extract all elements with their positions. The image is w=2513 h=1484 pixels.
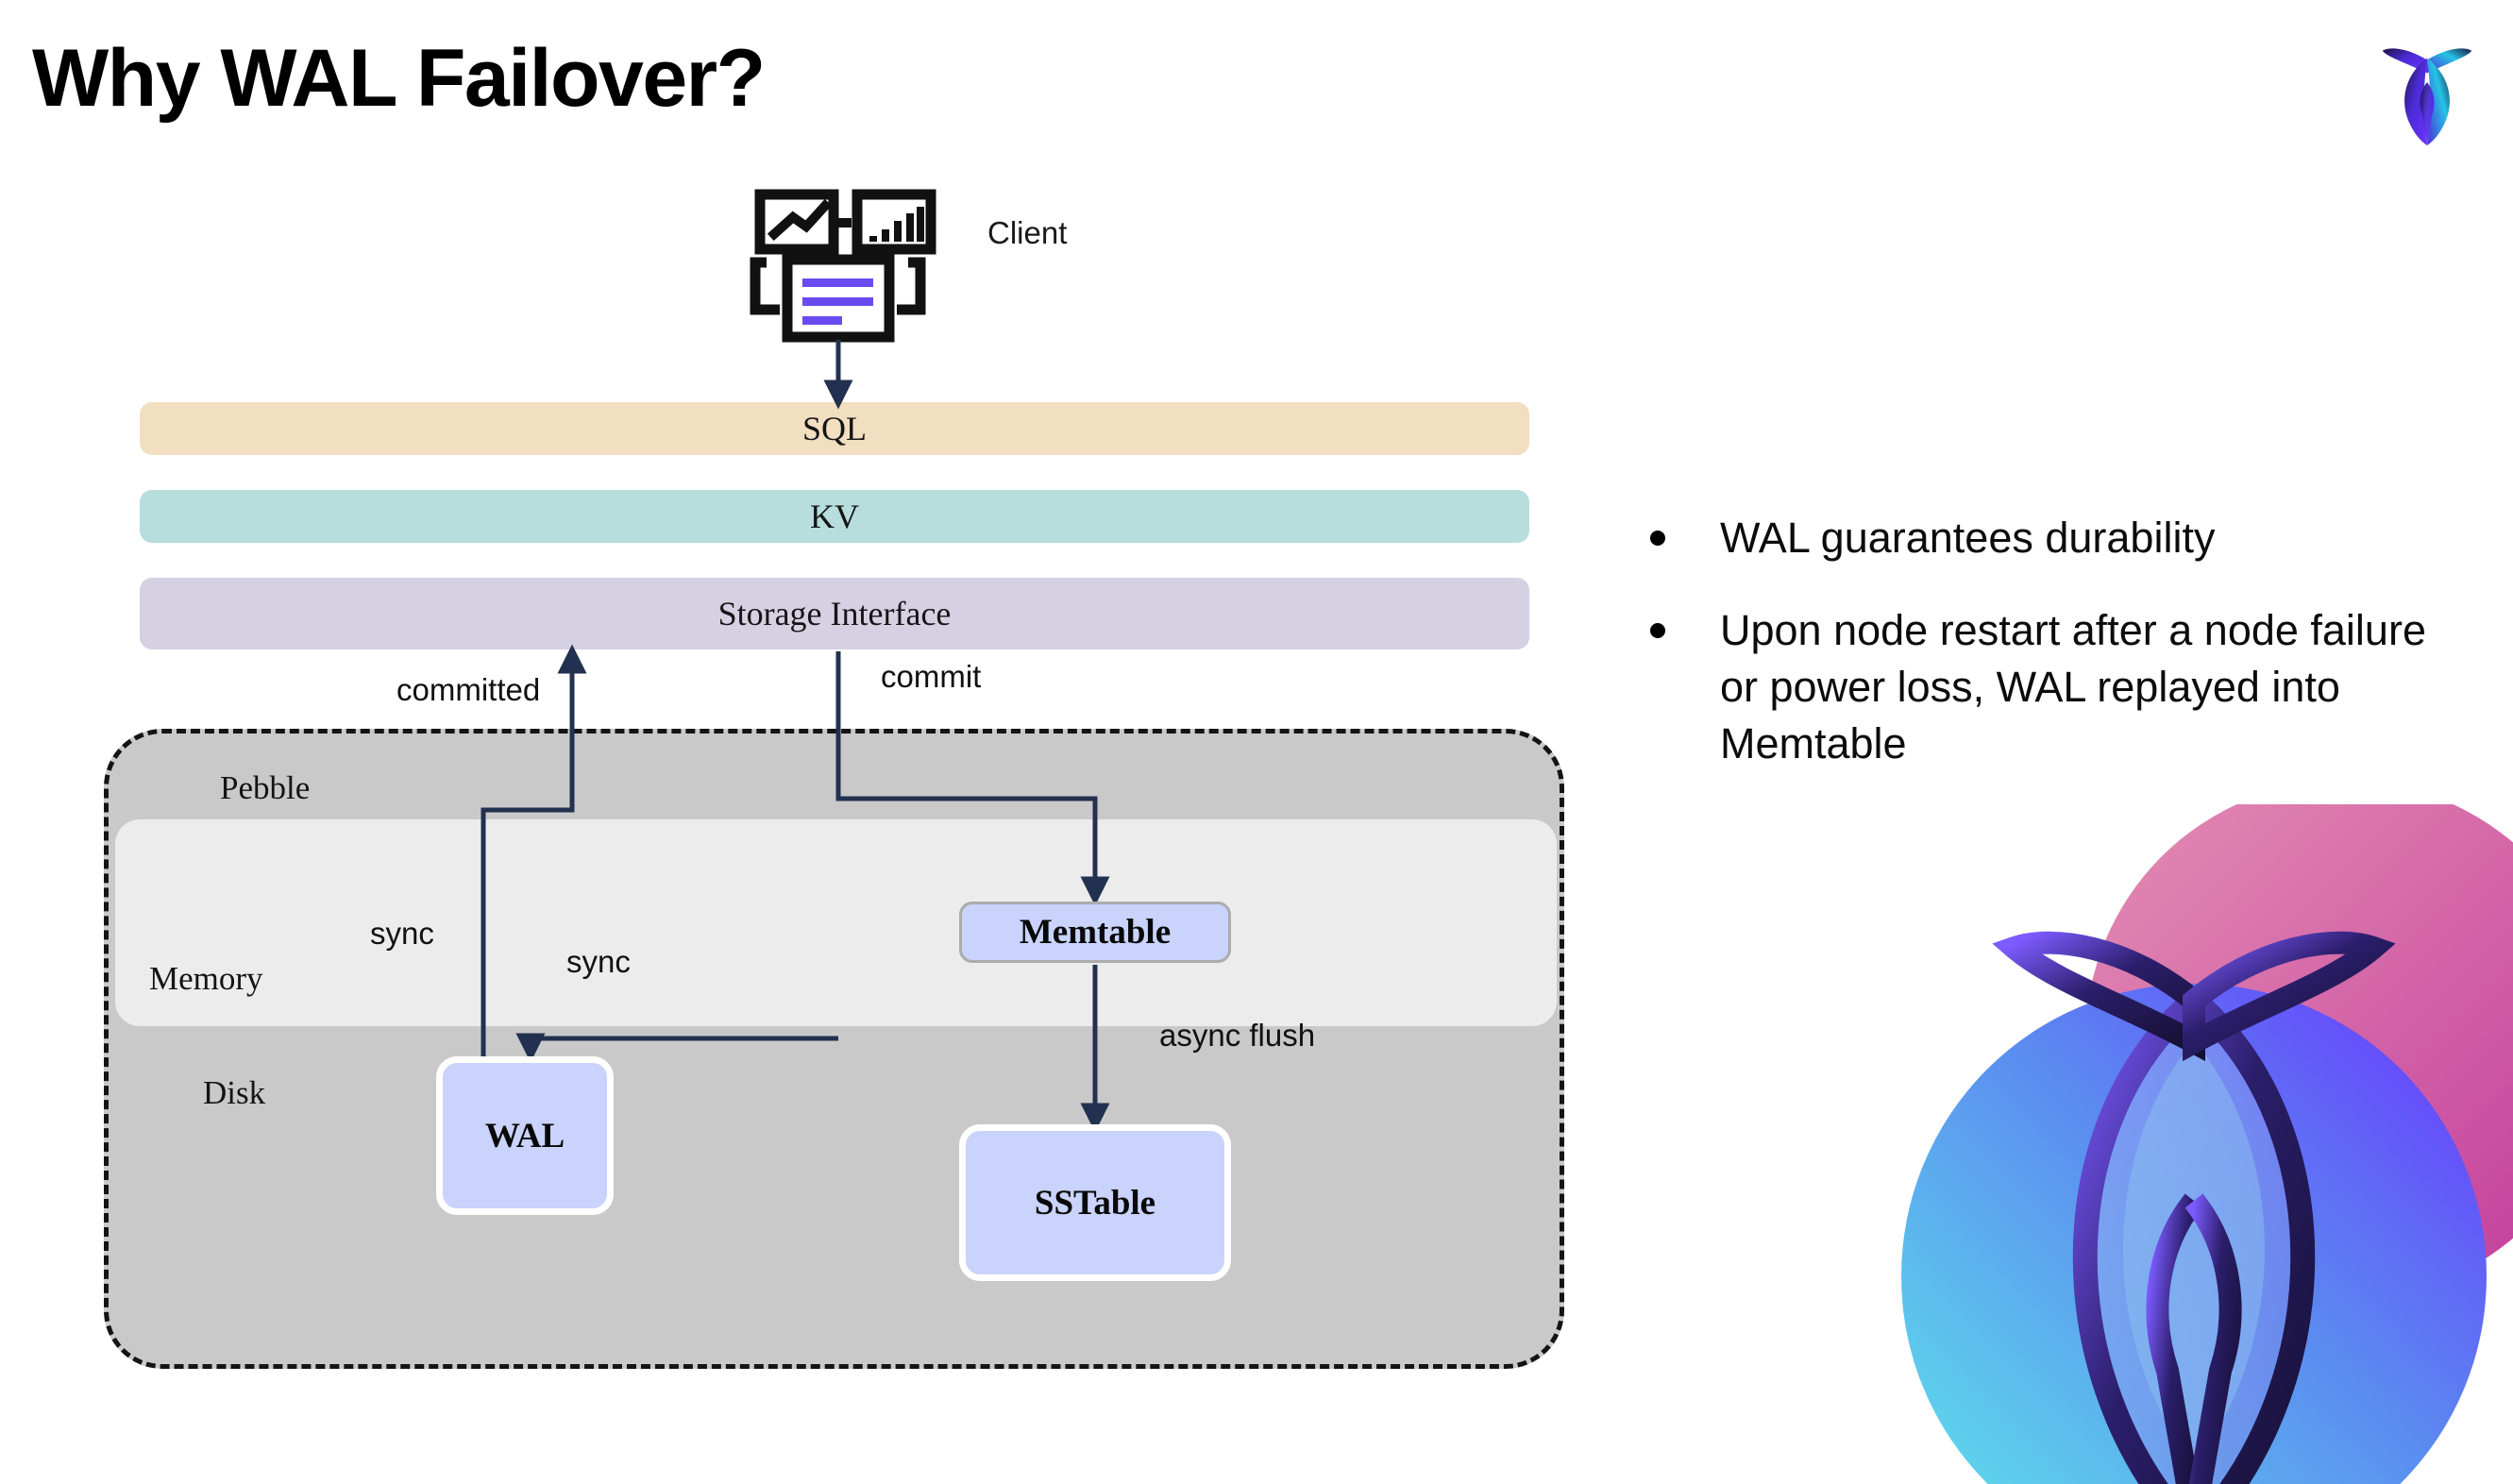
- layer-label-sql: SQL: [801, 410, 867, 447]
- disk-region-label: Disk: [203, 1074, 266, 1111]
- edge-label-async-flush: async flush: [1159, 1018, 1316, 1053]
- edge-label-sync-left: sync: [370, 916, 434, 951]
- bullet-dot-icon: [1650, 531, 1665, 546]
- memory-region: [115, 819, 1557, 1026]
- layer-label-kv: KV: [810, 497, 859, 535]
- client-label: Client: [987, 215, 1068, 250]
- cockroachdb-logo-icon: [2382, 48, 2472, 146]
- edge-label-sync-right: sync: [566, 944, 631, 979]
- edge-label-commit: commit: [881, 659, 982, 694]
- cockroachdb-watermark-icon: [1901, 804, 2513, 1484]
- layer-label-storage-interface: Storage Interface: [717, 595, 952, 632]
- bullet-text: WAL guarantees durability: [1720, 514, 2216, 562]
- page-title: Why WAL Failover?: [32, 33, 766, 124]
- node-wal: WAL: [436, 1056, 614, 1215]
- edge-label-committed: committed: [396, 672, 541, 707]
- node-memtable-label: Memtable: [1019, 913, 1172, 952]
- pebble-region-label: Pebble: [220, 769, 311, 806]
- layer-bar-kv: KV: [140, 490, 1529, 543]
- node-wal-label: WAL: [484, 1116, 565, 1155]
- bullet-list: WAL guarantees durability Upon node rest…: [1650, 510, 2471, 807]
- layer-bar-sql: SQL: [140, 402, 1529, 455]
- layer-bar-storage-interface: Storage Interface: [140, 578, 1529, 649]
- memory-region-label: Memory: [149, 960, 263, 997]
- bullet-text: Upon node restart after a node failure o…: [1720, 605, 2426, 767]
- list-item: Upon node restart after a node failure o…: [1650, 602, 2471, 772]
- node-memtable: Memtable: [959, 902, 1231, 963]
- wal-architecture-diagram: Client SQL KV Storage Interface Pebble M…: [104, 189, 1564, 1369]
- bullet-dot-icon: [1650, 622, 1665, 638]
- node-sstable: SSTable: [959, 1124, 1231, 1281]
- node-sstable-label: SSTable: [1034, 1183, 1156, 1223]
- list-item: WAL guarantees durability: [1650, 510, 2471, 566]
